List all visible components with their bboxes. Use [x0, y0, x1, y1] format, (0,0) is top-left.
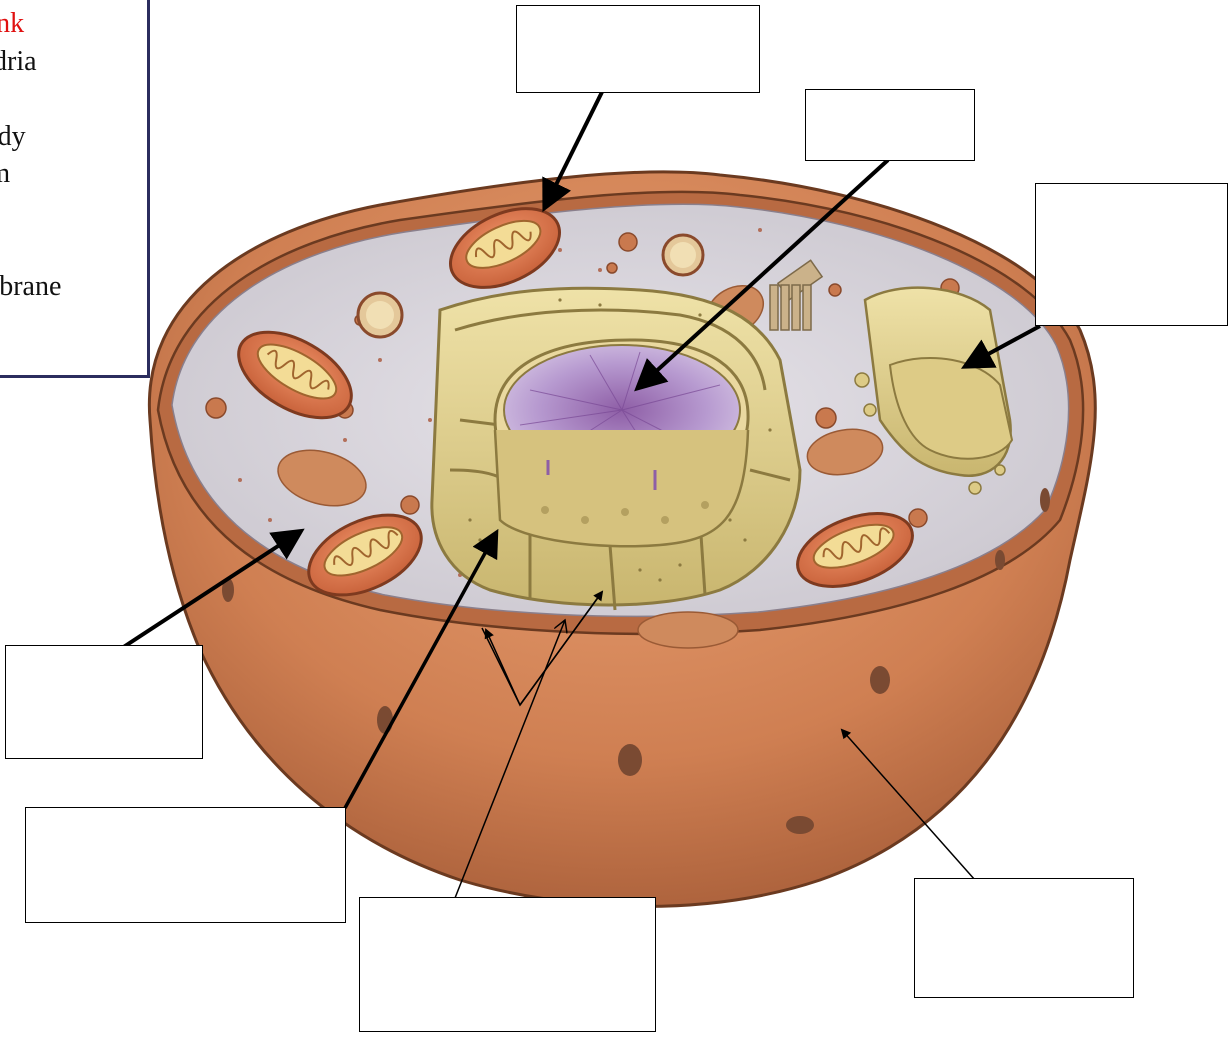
label-box-top[interactable] [516, 5, 760, 93]
label-box-left[interactable] [5, 645, 203, 759]
nucleus [495, 340, 748, 546]
label-box-bottom-right[interactable] [914, 878, 1134, 998]
label-box-right[interactable] [1035, 183, 1228, 326]
label-box-bottom-center[interactable] [359, 897, 656, 1032]
label-box-bottom-left[interactable] [25, 807, 346, 923]
label-box-nucleus[interactable] [805, 89, 975, 161]
